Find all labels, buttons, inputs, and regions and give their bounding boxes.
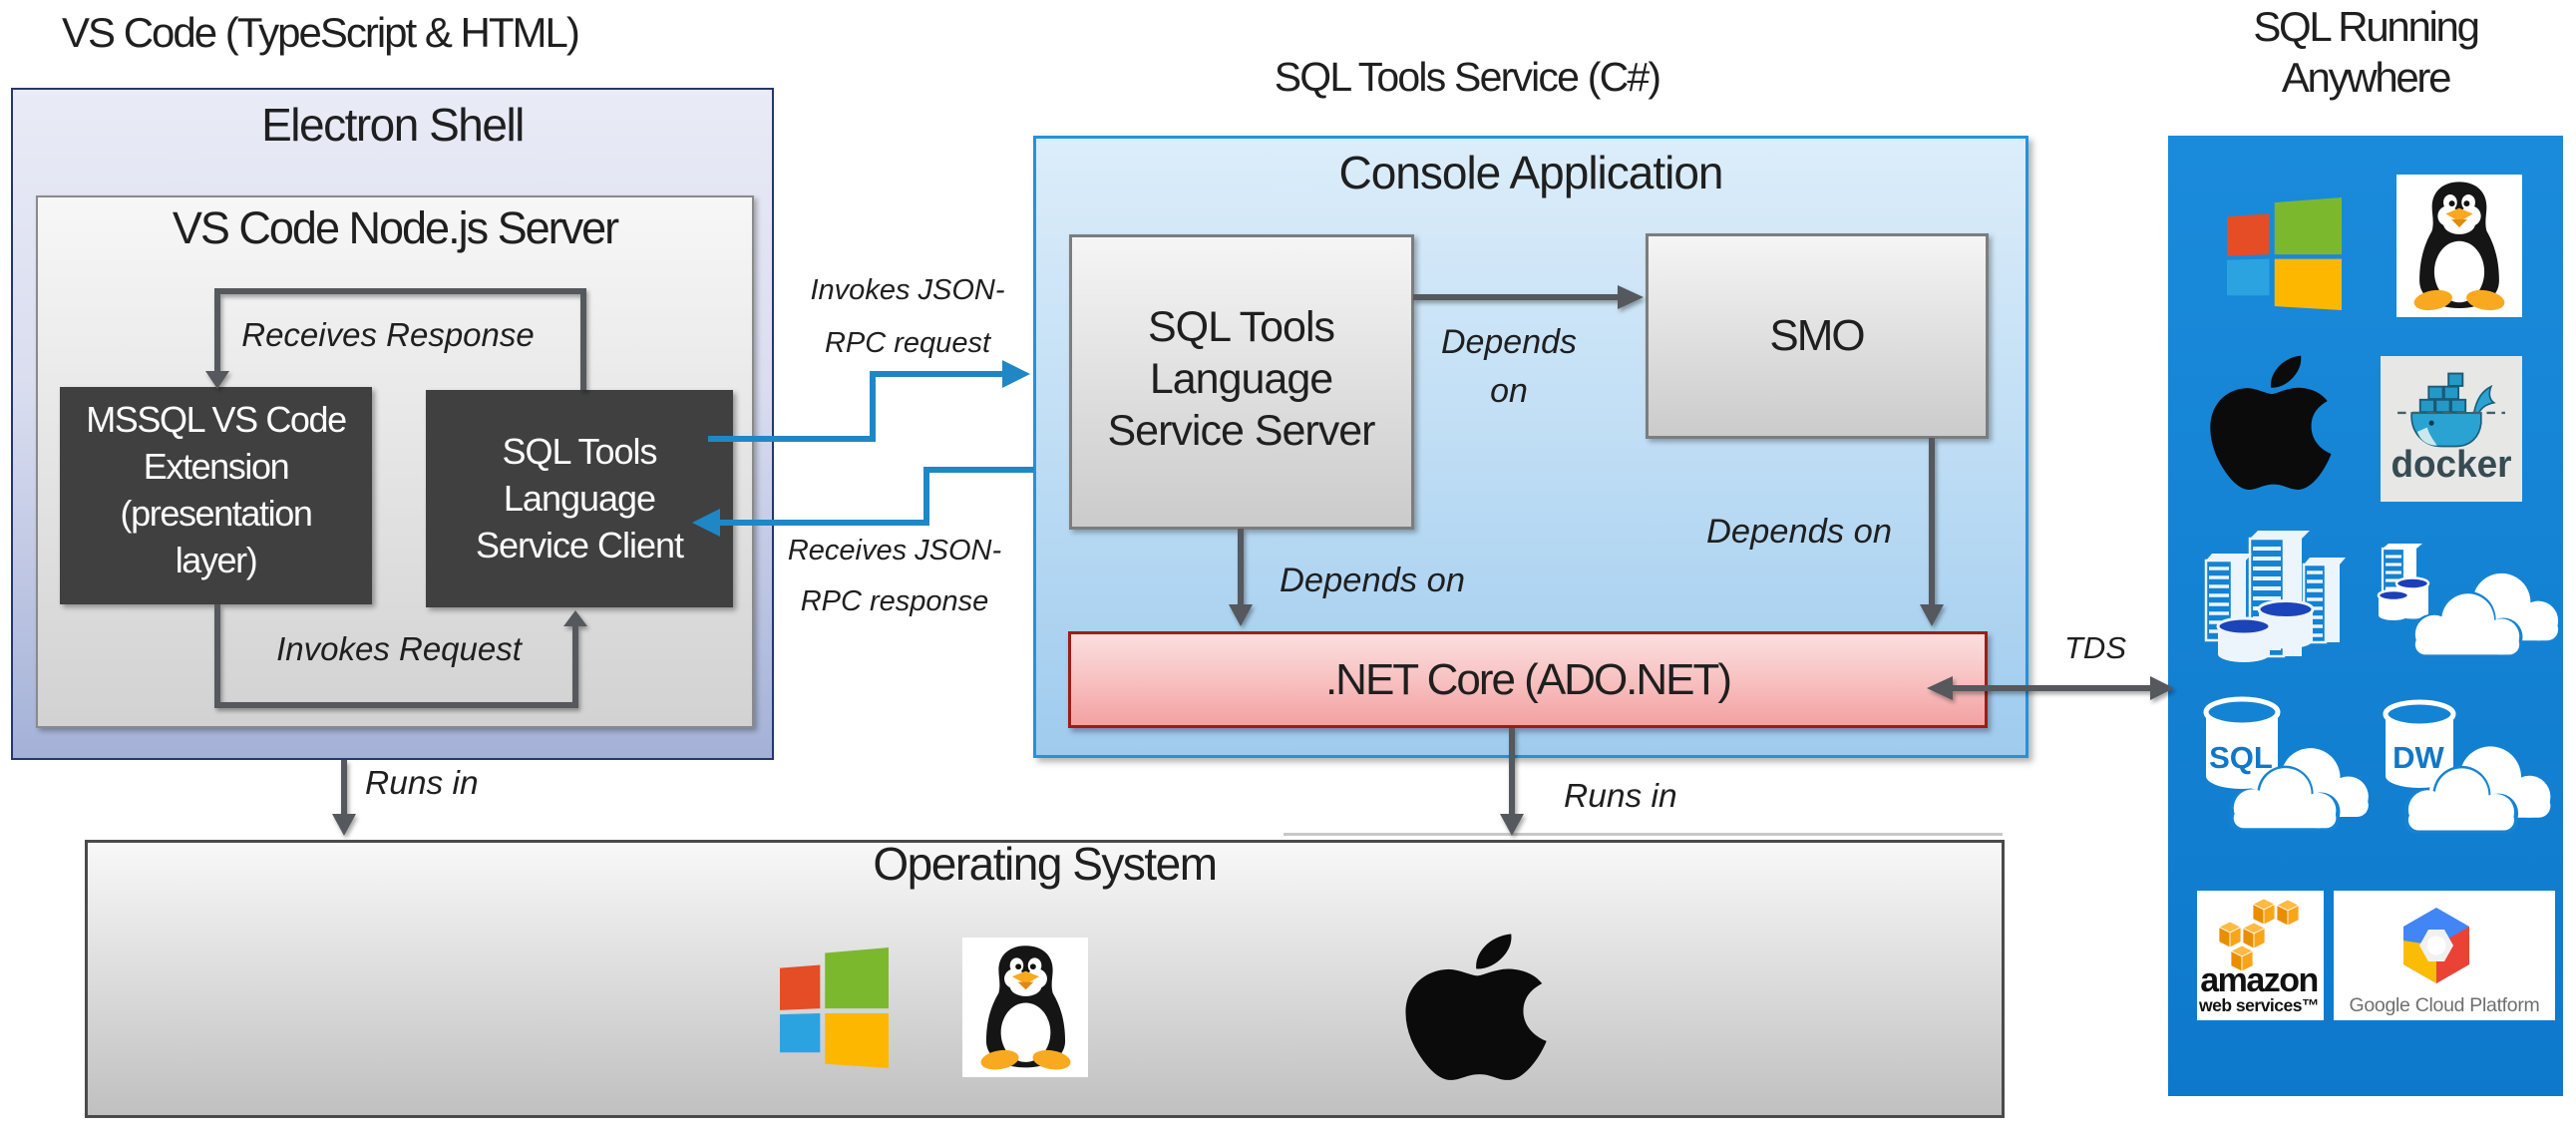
svg-text:Google Cloud Platform: Google Cloud Platform	[2350, 994, 2540, 1016]
svg-text:web services™: web services™	[2198, 995, 2319, 1015]
svg-text:DW: DW	[2392, 740, 2444, 775]
svg-text:docker: docker	[2391, 443, 2511, 486]
svg-text:amazon: amazon	[2200, 961, 2318, 999]
svg-text:SQL: SQL	[2209, 740, 2273, 775]
